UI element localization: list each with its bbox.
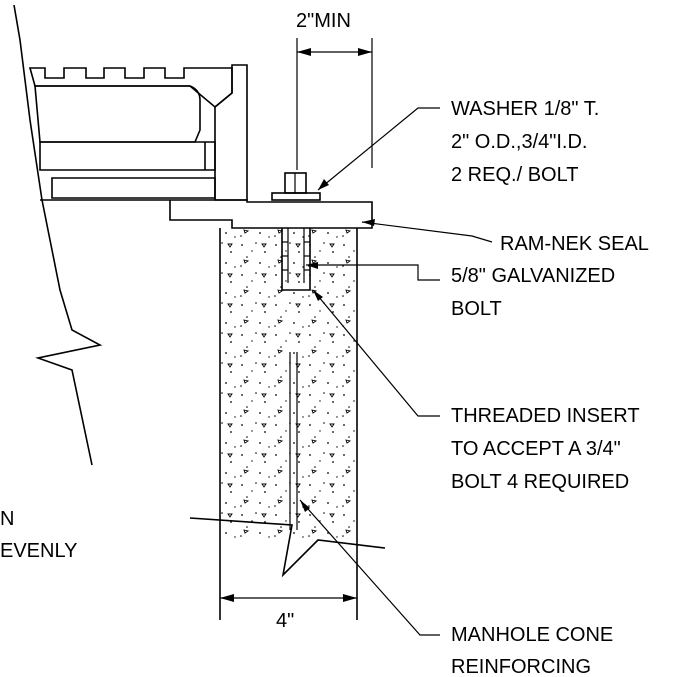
cover-bearing-bar — [51, 177, 216, 199]
washer-note-line-2: 2" O.D.,3/4"I.D. — [451, 131, 587, 153]
cover-ledge — [39, 141, 216, 171]
cone-wall — [189, 228, 386, 620]
left-cut-line-1: N — [0, 508, 14, 530]
dimension-2in-min: 2"MIN — [296, 10, 373, 170]
cover-lid-top — [28, 67, 233, 109]
left-cut-note: N EVENLY — [0, 508, 77, 562]
manhole-frame-casting — [13, 4, 373, 466]
frame-wall — [214, 64, 248, 201]
bolt-note-line-1: 5/8" GALVANIZED — [451, 265, 615, 287]
cover-break-line — [13, 4, 103, 466]
insert-note-line-2: TO ACCEPT A 3/4" — [451, 438, 621, 460]
bolt-note-line-2: BOLT — [451, 298, 502, 320]
leader-washer — [317, 107, 440, 191]
washer-note: WASHER 1/8" T. 2" O.D.,3/4"I.D. 2 REQ./ … — [451, 98, 599, 186]
frame-flange — [40, 199, 373, 229]
leader-bolt — [306, 262, 440, 281]
min-dimension-text: 2"MIN — [296, 10, 351, 32]
seal-note: RAM-NEK SEAL — [500, 233, 649, 255]
width-dimension-text: 4" — [276, 610, 294, 632]
washer-note-line-3: 2 REQ./ BOLT — [451, 164, 578, 186]
cover-lid-body — [34, 85, 201, 143]
washer-note-line-1: WASHER 1/8" T. — [451, 98, 599, 120]
cone-break-line — [189, 517, 386, 578]
insert-note-line-3: BOLT 4 REQUIRED — [451, 471, 629, 493]
bolt-note: 5/8" GALVANIZED BOLT — [451, 265, 615, 320]
leader-cone — [299, 499, 440, 636]
insert-note: THREADED INSERT TO ACCEPT A 3/4" BOLT 4 … — [451, 405, 640, 493]
leader-insert — [312, 289, 440, 417]
bolt-assembly — [271, 172, 321, 291]
insert-note-line-1: THREADED INSERT — [451, 405, 640, 427]
cone-note-line-1: MANHOLE CONE — [451, 624, 613, 646]
threaded-insert — [281, 228, 311, 291]
dimension-4in: 4" — [220, 594, 357, 632]
left-cut-line-2: EVENLY — [0, 540, 77, 562]
washer — [271, 192, 321, 201]
cone-note: MANHOLE CONE REINFORCING — [451, 624, 613, 677]
leader-seal — [361, 219, 493, 243]
cone-note-line-2: REINFORCING — [451, 656, 591, 677]
